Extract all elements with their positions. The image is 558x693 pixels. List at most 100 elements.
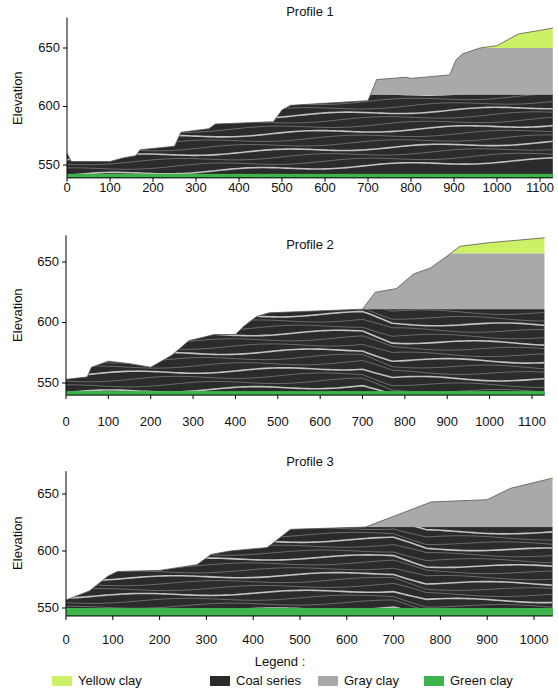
legend-label: Green clay [450,674,513,688]
tick-label: 600 [314,181,336,195]
strata [66,471,553,619]
coal-seam-line [66,537,553,550]
tick-mark [62,494,66,495]
green-clay-layer [67,174,553,178]
tick-mark [440,616,441,620]
surface-line [66,478,553,600]
y-axis [66,235,67,395]
y-axis [66,471,67,616]
tick-label: 500 [289,633,311,647]
tick-label: 550 [38,158,60,172]
gray-clay-layer [66,254,545,310]
legend-label: Coal series [236,674,301,688]
coal-seam-line [67,95,553,96]
tick-label: 200 [149,633,171,647]
tick-label: 900 [443,181,465,195]
coal-seam-line [66,312,545,326]
tick-mark [206,616,207,620]
y-axis [67,18,68,178]
tick-label: 550 [37,376,59,390]
legend-title: Legend : [255,655,306,669]
tick-mark [150,395,151,399]
tick-mark [62,608,66,609]
tick-mark [534,616,535,620]
yellow-clay-layer [66,471,553,479]
coal-seam-line [67,130,553,146]
tick-mark [62,383,66,384]
tick-label: 0 [62,633,69,647]
tick-label: 500 [267,415,289,429]
coal-seam-line [67,135,553,151]
coal-seam-line [66,577,553,590]
legend-swatch [52,676,72,686]
tick-label: 500 [271,181,293,195]
tick-label: 600 [336,633,358,647]
coal-series-layer [66,527,553,616]
tick-label: 700 [383,633,405,647]
tick-mark [447,395,448,399]
tick-label: 100 [99,181,121,195]
tick-label: 300 [182,415,204,429]
tick-label: 1100 [526,181,554,195]
gray-clay-layer [66,479,553,527]
legend-label: Gray clay [344,674,399,688]
coal-seam-line [66,607,553,616]
coal-seams [66,527,553,616]
tick-label: 400 [228,181,250,195]
coal-seam-line [66,344,545,357]
legend-swatch [318,676,338,686]
coal-seams [67,95,553,176]
tick-mark [489,395,490,399]
coal-seam-line [66,309,545,321]
coal-seam-line [66,336,545,350]
tick-label: 800 [394,415,416,429]
tick-label: 0 [62,415,69,429]
tick-mark [300,616,301,620]
yellow-clay-layer [67,18,553,48]
coal-seam-line [66,590,553,602]
coal-seam-line [66,361,545,375]
tick-label: 700 [357,181,379,195]
tick-mark [404,395,405,399]
x-axis [66,615,553,616]
tick-mark [277,395,278,399]
tick-label: 0 [63,181,70,195]
tick-mark [235,395,236,399]
tick-label: 1100 [518,415,546,429]
tick-label: 800 [400,181,422,195]
tick-mark [393,616,394,620]
strata [66,235,545,398]
coal-seam-line [66,550,553,563]
tick-label: 650 [37,255,59,269]
axis-label: Elevation [11,288,25,341]
strata [67,18,553,178]
tick-mark [346,616,347,620]
axis-label: Elevation [11,71,25,124]
tick-label: 1000 [483,181,512,195]
tick-label: 550 [37,601,59,615]
tick-mark [62,551,66,552]
tick-mark [62,262,66,263]
tick-label: 700 [352,415,374,429]
surface-line [67,28,553,161]
gray-clay-layer [67,48,553,95]
tick-label: 900 [436,415,458,429]
tick-mark [320,395,321,399]
tick-label: 100 [102,633,124,647]
coal-seam-line [67,149,553,165]
tick-label: 100 [98,415,120,429]
tick-mark [108,395,109,399]
legend-label: Yellow clay [78,674,142,688]
tick-label: 300 [185,181,207,195]
tick-mark [63,48,67,49]
tick-label: 650 [38,41,60,55]
tick-mark [362,395,363,399]
green-clay-layer [66,608,553,616]
tick-label: 200 [142,181,164,195]
coal-seam-line [66,595,553,607]
tick-label: 800 [430,633,452,647]
coal-seam-line [67,95,553,105]
legend-swatch [424,676,444,686]
tick-label: 1000 [520,633,549,647]
